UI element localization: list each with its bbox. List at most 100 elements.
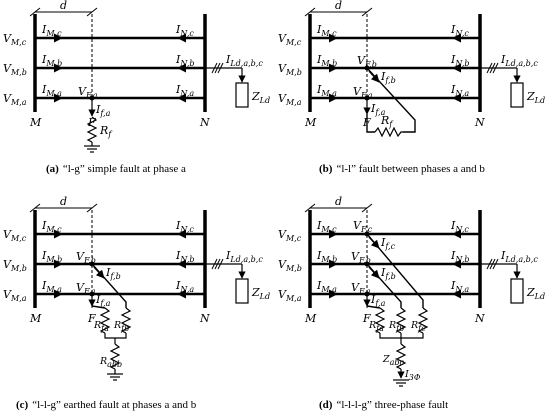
- fault-current-c-arrow: [368, 236, 380, 249]
- im-c-label: IM,c: [41, 219, 62, 234]
- im-a-label: IM,a: [316, 279, 337, 294]
- caption-d: (d)“l-l-l-g” three-phase fault: [319, 399, 448, 411]
- resistor-join: [104, 333, 127, 339]
- resistor-fb: [395, 307, 407, 334]
- vm-a-label: VM,a: [3, 288, 27, 303]
- fault-node-a: [364, 291, 370, 297]
- fault-current-a-label: If,a: [370, 293, 386, 308]
- vm-b-label: VM,b: [278, 62, 302, 77]
- vm-c-label: VM,c: [278, 32, 302, 47]
- fault-resistor: [86, 116, 98, 143]
- fault-node-a: [364, 95, 370, 101]
- resistor-ground-label: Rabb: [99, 356, 122, 369]
- fault-voltage-b-label: VF,b: [76, 250, 96, 265]
- fault-current-b-label: If,b: [105, 266, 121, 281]
- fault-voltage-a-label: VF,a: [351, 281, 371, 296]
- ground-icon: [107, 373, 123, 381]
- caption-c: (c)“l-l-g” earthed fault at phases a and…: [16, 399, 197, 411]
- distance-label: d: [60, 195, 67, 208]
- im-c-label: IM,c: [41, 23, 62, 38]
- fault-wire-a: [366, 114, 375, 133]
- caption-b: (b)“l-l” fault between phases a and b: [319, 163, 485, 175]
- in-b-label: IN,b: [175, 249, 195, 264]
- fault-wire-b: [366, 67, 416, 133]
- im-a-label: IM,a: [316, 83, 337, 98]
- vm-c-label: VM,c: [3, 228, 27, 243]
- resistor-ground: [109, 343, 121, 370]
- in-a-label: IN,a: [450, 279, 469, 294]
- fault-wire-c: [366, 233, 424, 308]
- resistor-fa: [99, 307, 111, 334]
- bus-m-label: M: [29, 116, 42, 129]
- vm-a-label: VM,a: [3, 92, 27, 107]
- impedance-ground: [395, 343, 407, 370]
- vm-a-label: VM,a: [278, 288, 302, 303]
- bus-n-label: N: [199, 116, 210, 129]
- distance-label: d: [335, 0, 342, 12]
- im-c-label: IM,c: [316, 23, 337, 38]
- fault-voltage-b-label: VF,b: [357, 54, 377, 69]
- in-c-label: IN,c: [450, 23, 469, 38]
- resistor-fa-label: Rfa: [93, 320, 109, 333]
- in-c-label: IN,c: [175, 23, 194, 38]
- load-impedance-label: ZLd: [526, 90, 545, 105]
- fault-voltage-b-label: VF,b: [351, 250, 371, 265]
- in-b-label: IN,b: [450, 53, 470, 68]
- load-impedance-box: [510, 278, 524, 304]
- fault-resistor-label: Rf: [380, 114, 394, 129]
- resistor-fb-label: Rfb: [113, 320, 129, 333]
- bus-m-label: M: [29, 312, 42, 325]
- in-a-label: IN,a: [175, 83, 194, 98]
- fault-current-b-arrow: [93, 266, 105, 279]
- load-impedance-box: [235, 278, 249, 304]
- fault-point-label: F: [362, 312, 371, 325]
- in-c-label: IN,c: [175, 219, 194, 234]
- fault-current-c-label: If,c: [380, 236, 396, 251]
- im-b-label: IM,b: [316, 53, 337, 68]
- distance-label: d: [335, 195, 342, 208]
- im-a-label: IM,a: [41, 279, 62, 294]
- resistor-fb-label: Rfb: [388, 320, 404, 333]
- bus-n-label: N: [474, 116, 485, 129]
- vm-c-label: VM,c: [3, 32, 27, 47]
- ground-current-label: I3Φ: [404, 369, 421, 382]
- fault-resistor: [374, 126, 403, 138]
- in-a-label: IN,a: [450, 83, 469, 98]
- bus-m-label: M: [304, 116, 317, 129]
- fault-node-a: [89, 95, 95, 101]
- fault-voltage-a-label: VF,a: [76, 281, 96, 296]
- fault-voltage-a-label: VF,a: [353, 85, 373, 100]
- bus-n-label: N: [474, 312, 485, 325]
- load-current-label: ILd,a,b,c: [225, 249, 263, 264]
- impedance-ground-label: Zabc: [382, 354, 405, 367]
- distance-label: d: [60, 0, 67, 12]
- fault-current-b-arrow: [368, 70, 380, 83]
- resistor-fa-label: Rfa: [368, 320, 384, 333]
- panel-a: d VM,c VM,b VM,a IM,c IM,b IM,a IN,c IN,…: [3, 0, 270, 175]
- fault-point-label: F: [87, 312, 96, 325]
- load-impedance-label: ZLd: [526, 286, 545, 301]
- fault-current-a-label: If,a: [370, 102, 386, 117]
- load-current-label: ILd,a,b,c: [225, 53, 263, 68]
- resistor-fc: [417, 307, 429, 334]
- fault-node-a: [89, 291, 95, 297]
- resistor-fb: [120, 307, 132, 334]
- ground-icon: [84, 145, 100, 153]
- vm-b-label: VM,b: [3, 62, 27, 77]
- bus-m-label: M: [304, 312, 317, 325]
- in-b-label: IN,b: [450, 249, 470, 264]
- im-b-label: IM,b: [41, 53, 62, 68]
- im-b-label: IM,b: [316, 249, 337, 264]
- im-a-label: IM,a: [41, 83, 62, 98]
- im-b-label: IM,b: [41, 249, 62, 264]
- fault-current-b-label: If,b: [380, 70, 396, 85]
- load-impedance-label: ZLd: [251, 90, 270, 105]
- in-a-label: IN,a: [175, 279, 194, 294]
- ground-icon: [393, 379, 409, 387]
- in-b-label: IN,b: [175, 53, 195, 68]
- fault-current-a-label: If,a: [95, 293, 111, 308]
- fault-current-b-label: If,b: [380, 266, 396, 281]
- load-current-label: ILd,a,b,c: [500, 53, 538, 68]
- fault-current-b-arrow: [368, 266, 380, 279]
- vm-b-label: VM,b: [3, 258, 27, 273]
